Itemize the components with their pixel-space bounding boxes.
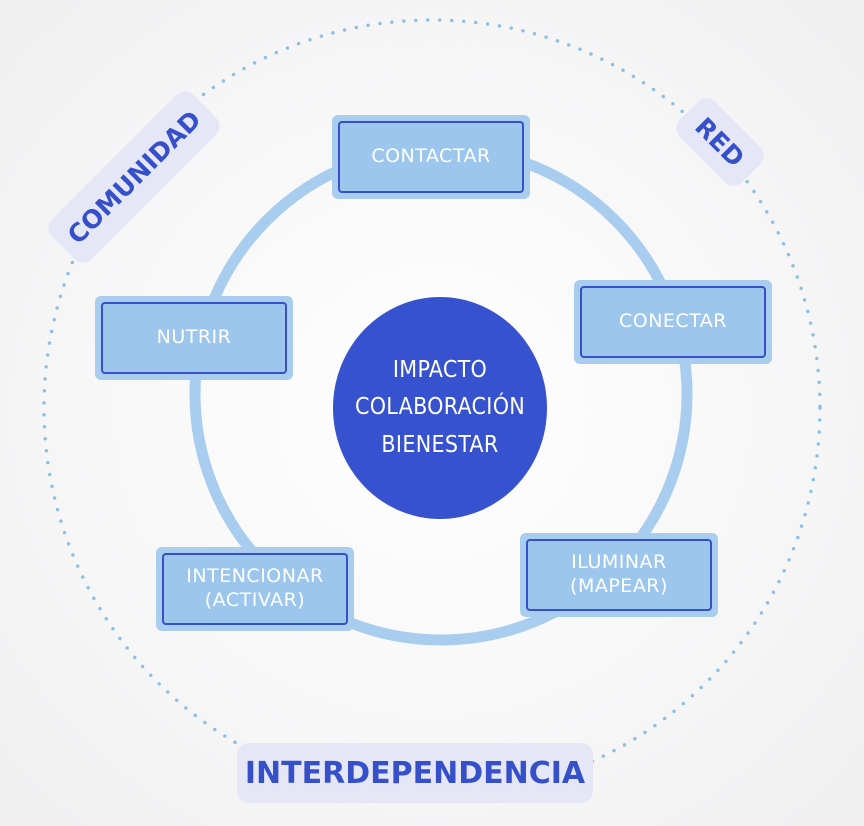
node-conectar: CONECTAR [574,280,772,364]
node-iluminar: ILUMINAR (MAPEAR) [520,533,718,617]
outer-dotted-circle [42,18,822,798]
node-conectar-label: CONECTAR [580,286,766,358]
node-contactar: CONTACTAR [332,115,530,199]
center-line-colaboracion: COLABORACIÓN [354,394,526,421]
node-iluminar-label: ILUMINAR (MAPEAR) [526,539,712,611]
node-contactar-label: CONTACTAR [338,121,524,193]
center-line-bienestar: BIENESTAR [381,431,499,458]
node-intencionar-label: INTENCIONAR (ACTIVAR) [162,553,348,625]
center-line-impacto: IMPACTO [392,357,488,384]
node-nutrir-label: NUTRIR [101,302,287,374]
node-intencionar: INTENCIONAR (ACTIVAR) [156,547,354,631]
center-circle: IMPACTO COLABORACIÓN BIENESTAR [333,297,547,519]
node-nutrir: NUTRIR [95,296,293,380]
label-interdependencia: INTERDEPENDENCIA [237,743,593,803]
